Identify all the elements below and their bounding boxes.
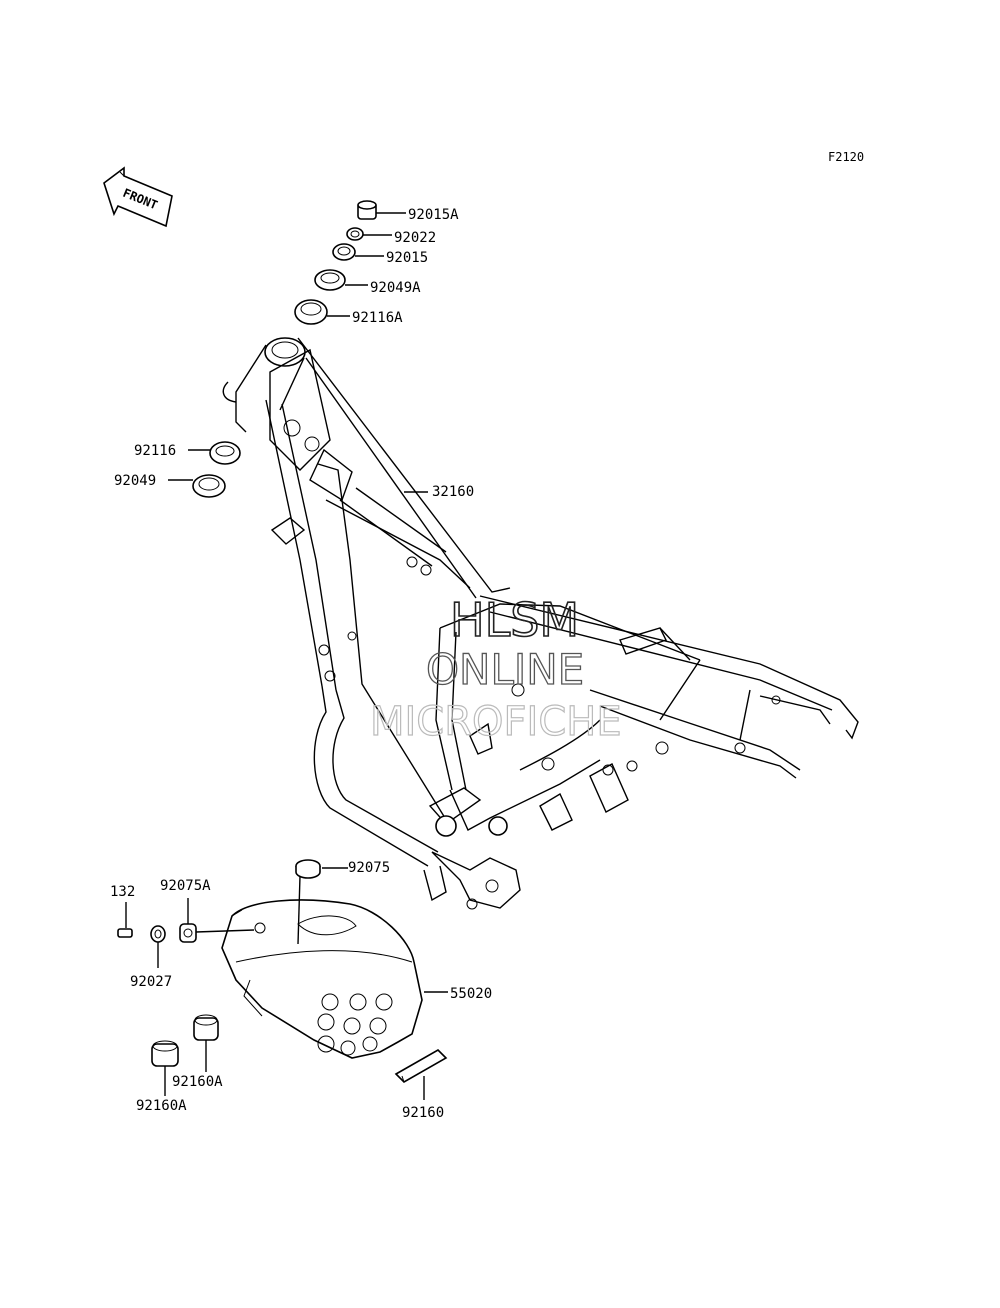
label-92160A-lower: 92160A [136,1098,187,1114]
front-arrow-icon: FRONT [103,166,173,228]
frame-32160 [222,337,859,910]
steering-stack [294,200,406,325]
bearing-92116A-icon [294,299,328,325]
label-92022: 92022 [394,230,436,246]
label-132: 132 [110,884,135,900]
skid-plate-55020 [221,899,423,1059]
nut-92015A-icon [357,200,377,220]
collar-92027-icon [150,925,166,943]
watermark-line2: ONLINE [426,645,584,694]
label-92049: 92049 [114,473,156,489]
label-32160: 32160 [432,484,474,500]
strip-92160-icon [394,1049,448,1083]
watermark: HLSM ONLINE MICROFICHE [369,592,622,745]
label-92116A: 92116A [352,310,403,326]
figure-code: F2120 [828,150,864,164]
label-92027: 92027 [130,974,172,990]
bearing-92116-icon [209,441,241,465]
label-92160: 92160 [402,1105,444,1121]
label-55020: 55020 [450,986,492,1002]
seal-92049-icon [192,474,226,498]
bolt-132-icon [117,928,133,938]
watermark-line3: MICROFICHE [370,699,622,745]
label-92160A-upper: 92160A [172,1074,223,1090]
rubber-92160A-lower-icon [151,1040,179,1067]
label-92049A: 92049A [370,280,421,296]
label-92075: 92075 [348,860,390,876]
rubber-92160A-upper-icon [193,1014,219,1041]
label-92015A: 92015A [408,207,459,223]
nut-92015-icon [332,243,356,261]
callout-labels: 92015A 92022 92015 92049A 92116A 92116 9… [110,207,492,1121]
cap-92075-icon [295,859,321,879]
seal-92049A-icon [314,269,346,291]
watermark-line1: HLSM [450,593,579,647]
lower-steering-parts [168,441,241,498]
label-92075A: 92075A [160,878,211,894]
washer-92022-icon [346,227,364,241]
label-92116: 92116 [134,443,176,459]
grommet-92075A-icon [179,923,197,943]
label-92015: 92015 [386,250,428,266]
